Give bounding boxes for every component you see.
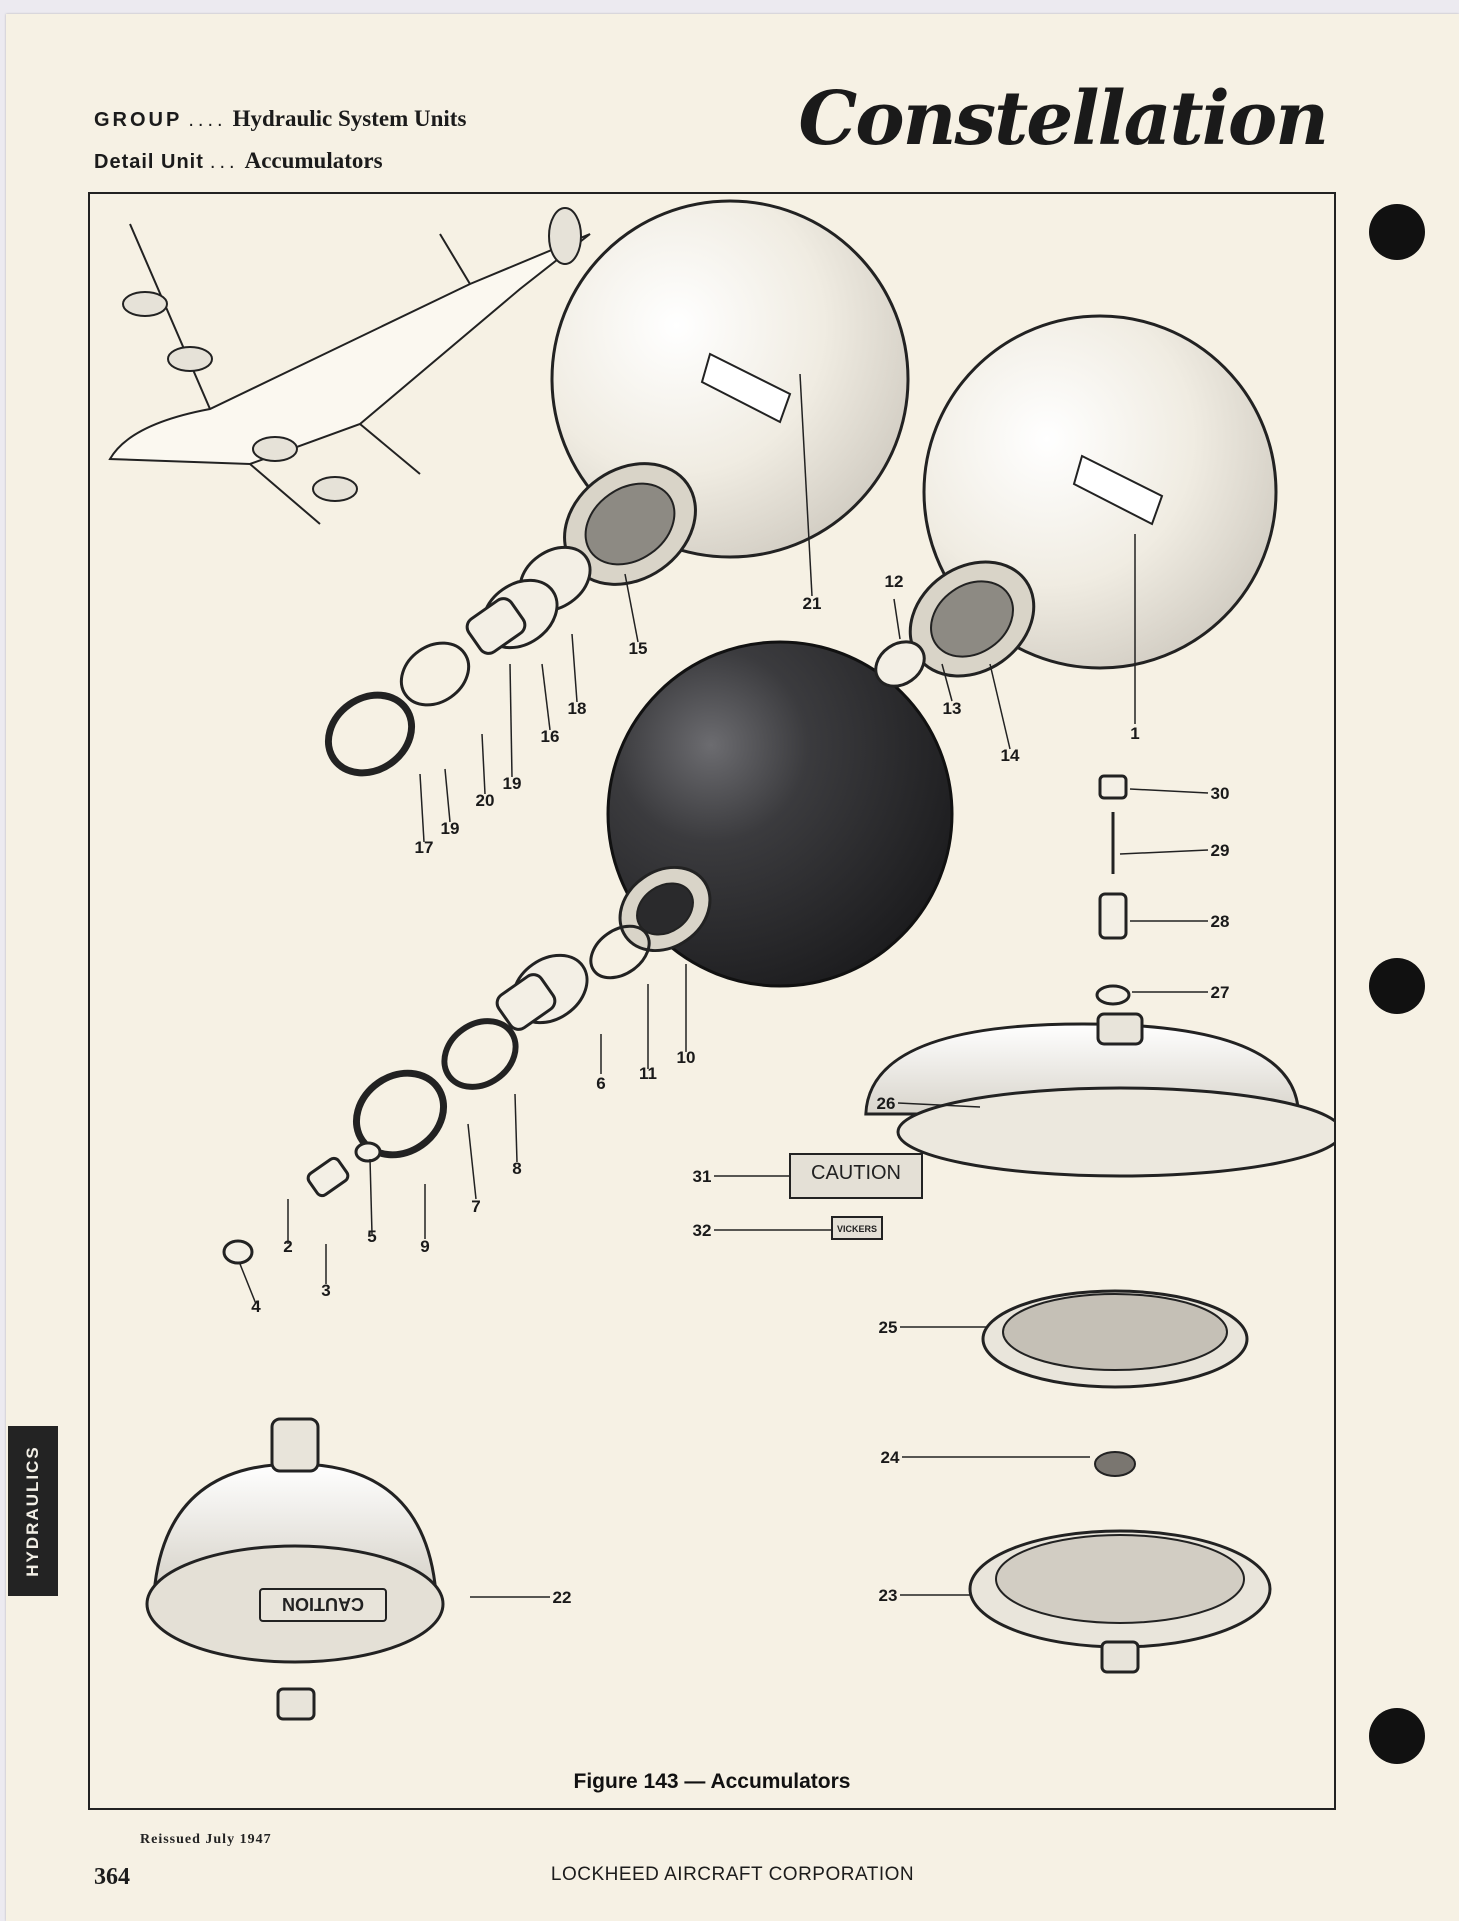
leader-line-26 — [897, 1102, 981, 1108]
vickers-plate-label: VICKERS — [837, 1224, 877, 1234]
right-stack-fittings — [1095, 774, 1131, 1006]
callout-22: 22 — [553, 1588, 572, 1607]
callout-13: 13 — [943, 699, 962, 718]
housing-25 — [981, 1289, 1249, 1389]
leader-line-30 — [1129, 788, 1209, 794]
leader-line-18 — [571, 633, 578, 703]
exploded-view-drawing: CAUTION CAUTION VICKERS 1234567891011121… — [108, 199, 1334, 1721]
leader-line-19 — [444, 768, 451, 823]
company-footer: LOCKHEED AIRCRAFT CORPORATION — [550, 1864, 915, 1885]
accumulator-assembly-22: CAUTION — [145, 1417, 445, 1721]
callout-12: 12 — [885, 572, 904, 591]
binder-hole-middle — [1369, 958, 1425, 1014]
leader-line-8 — [514, 1093, 518, 1163]
callout-28: 28 — [1211, 912, 1230, 931]
leader-line-16 — [541, 663, 551, 731]
callout-21: 21 — [803, 594, 822, 613]
leader-line-4 — [239, 1263, 257, 1305]
callout-14: 14 — [1001, 746, 1020, 765]
leader-line-20 — [481, 733, 486, 795]
group-value: Hydraulic System Units — [232, 106, 467, 131]
callout-31: 31 — [693, 1167, 712, 1186]
reissued-note: Reissued July 1947 — [140, 1832, 272, 1847]
leader-line-19 — [509, 663, 513, 778]
leader-line-14 — [989, 663, 1011, 750]
airplane-sketch — [108, 207, 591, 525]
callout-29: 29 — [1211, 841, 1230, 860]
callout-23: 23 — [879, 1586, 898, 1605]
leader-line-7 — [467, 1123, 477, 1200]
callout-15: 15 — [629, 639, 648, 658]
leader-line-5 — [369, 1158, 373, 1235]
detail-line: Detail Unit...Accumulators — [94, 148, 383, 174]
callout-19: 19 — [503, 774, 522, 793]
callout-19: 19 — [441, 819, 460, 838]
callout-4: 4 — [251, 1297, 261, 1316]
callout-1: 1 — [1130, 724, 1139, 743]
callout-5: 5 — [367, 1227, 376, 1246]
leader-line-17 — [419, 773, 425, 843]
leader-line-15 — [624, 573, 639, 643]
leader-lines — [239, 373, 1209, 1598]
caution-plate-label: CAUTION — [811, 1162, 901, 1184]
callout-17: 17 — [415, 838, 434, 857]
detail-value: Accumulators — [244, 148, 383, 173]
callout-18: 18 — [568, 699, 587, 718]
fittings-lower-chain — [222, 924, 651, 1265]
callout-2: 2 — [283, 1237, 292, 1256]
detail-dots: ... — [209, 151, 239, 173]
base-23 — [968, 1529, 1272, 1674]
cover-26 — [864, 1012, 1334, 1178]
figure-caption: Figure 143 — Accumulators — [573, 1770, 851, 1793]
leader-line-12 — [893, 598, 901, 640]
callout-11: 11 — [639, 1064, 657, 1083]
group-dots: .... — [188, 109, 227, 131]
callout-16: 16 — [541, 727, 560, 746]
page-number: 364 — [94, 1864, 130, 1890]
manual-page: GROUP....Hydraulic System Units Detail U… — [6, 14, 1459, 1921]
side-tab-label: HYDRAULICS — [23, 1445, 42, 1577]
fittings-upper-chain — [324, 545, 926, 777]
caution-plate-31: CAUTION — [789, 1153, 923, 1199]
leader-line-13 — [941, 663, 953, 702]
callout-20: 20 — [476, 791, 495, 810]
bladder-10 — [606, 640, 954, 988]
callout-8: 8 — [512, 1159, 521, 1178]
leader-line-21 — [799, 373, 813, 597]
callout-24: 24 — [881, 1448, 900, 1467]
vickers-plate-32: VICKERS — [831, 1216, 883, 1240]
callout-9: 9 — [420, 1237, 429, 1256]
shell-half-21 — [550, 199, 910, 586]
callout-26: 26 — [877, 1094, 896, 1113]
callout-3: 3 — [321, 1281, 330, 1300]
screen-24 — [1094, 1451, 1136, 1477]
callout-25: 25 — [879, 1318, 898, 1337]
callout-27: 27 — [1211, 983, 1230, 1002]
caution-plate-on-unit: CAUTION — [282, 1594, 364, 1614]
group-line: GROUP....Hydraulic System Units — [94, 106, 466, 132]
leader-line-29 — [1119, 849, 1209, 855]
shell-half-1 — [908, 314, 1278, 678]
group-key: GROUP — [94, 109, 183, 131]
detail-key: Detail Unit — [94, 151, 204, 173]
binder-hole-bottom — [1369, 1708, 1425, 1764]
callout-7: 7 — [471, 1197, 480, 1216]
callout-32: 32 — [693, 1221, 712, 1240]
binder-hole-top — [1369, 204, 1425, 260]
callout-10: 10 — [677, 1048, 696, 1067]
hydraulics-side-tab: HYDRAULICS — [8, 1426, 58, 1596]
callout-30: 30 — [1211, 784, 1230, 803]
callout-6: 6 — [596, 1074, 605, 1093]
constellation-logo: Constellation — [798, 76, 1329, 162]
